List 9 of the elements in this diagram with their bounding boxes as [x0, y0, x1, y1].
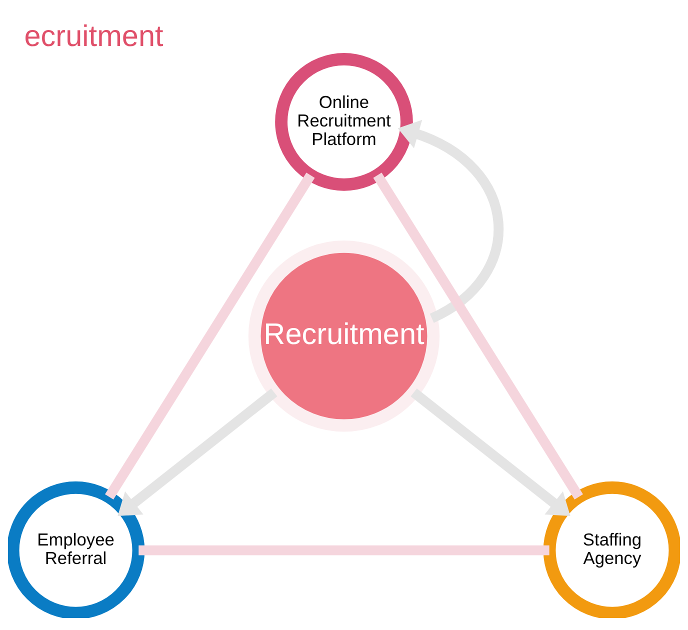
arrow — [410, 388, 570, 516]
connector — [105, 172, 315, 500]
connector — [138, 545, 550, 556]
node-circle: Recruitment — [248, 240, 440, 432]
arrow — [398, 120, 504, 323]
arrow — [118, 388, 278, 516]
connector — [373, 172, 583, 500]
node-circle: Online Recruitment Platform — [275, 52, 413, 191]
diagram-title: ecruitment — [24, 20, 164, 53]
